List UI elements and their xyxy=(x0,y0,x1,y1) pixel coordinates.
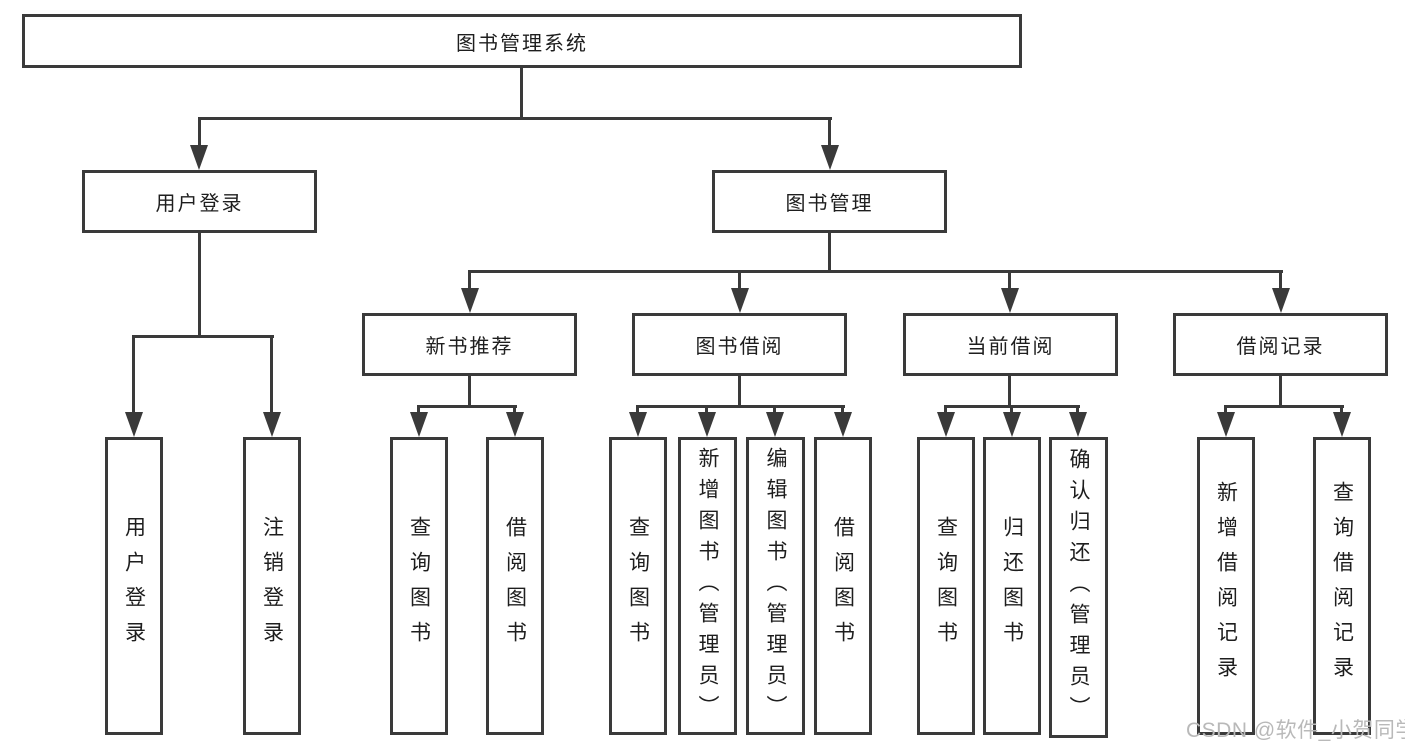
leaf-edit-books-admin: 编辑图书（管理员） xyxy=(746,437,805,735)
arrow-down-icon xyxy=(1069,412,1087,437)
leaf-query-books-borrow: 查询图书 xyxy=(609,437,667,735)
connector-drop-leaf xyxy=(1340,405,1343,412)
connector-root-rail xyxy=(198,117,832,120)
connector-drop-leaf xyxy=(417,405,420,412)
arrow-down-icon xyxy=(821,145,839,170)
connector-userlogin-stem xyxy=(198,233,201,336)
arrow-down-icon xyxy=(629,412,647,437)
node-label: 用户登录 xyxy=(155,193,244,215)
node-user-login: 用户登录 xyxy=(82,170,317,233)
connector-drop-book-mgmt xyxy=(828,117,831,146)
connector-root-stem xyxy=(520,68,523,118)
node-label: 归还图书 xyxy=(1000,516,1024,656)
leaf-logout: 注销登录 xyxy=(243,437,301,735)
leaf-query-borrow-record: 查询借阅记录 xyxy=(1313,437,1371,735)
node-label: 注销登录 xyxy=(260,516,284,656)
node-root-library-system: 图书管理系统 xyxy=(22,14,1022,68)
connector-recommend-rail xyxy=(417,405,517,408)
connector-drop-leaf xyxy=(944,405,947,412)
arrow-down-icon xyxy=(190,145,208,170)
node-borrow-records: 借阅记录 xyxy=(1173,313,1388,376)
connector-drop-level3 xyxy=(1279,270,1282,288)
node-book-borrow: 图书借阅 xyxy=(632,313,847,376)
node-label: 查询图书 xyxy=(626,516,650,656)
connector-drop-leaf xyxy=(513,405,516,412)
node-current-borrow: 当前借阅 xyxy=(903,313,1118,376)
connector-drop-level3 xyxy=(468,270,471,288)
arrow-down-icon xyxy=(263,412,281,437)
arrow-down-icon xyxy=(698,412,716,437)
arrow-down-icon xyxy=(125,412,143,437)
arrow-down-icon xyxy=(766,412,784,437)
node-label: 新增借阅记录 xyxy=(1214,481,1238,691)
connector-current-stem xyxy=(1008,376,1011,407)
node-label: 查询图书 xyxy=(407,516,431,656)
connector-userlogin-rail xyxy=(132,335,274,338)
node-label: 图书借阅 xyxy=(695,336,784,358)
leaf-add-borrow-record: 新增借阅记录 xyxy=(1197,437,1255,735)
arrow-down-icon xyxy=(834,412,852,437)
node-label: 编辑图书（管理员） xyxy=(764,446,787,726)
arrow-down-icon xyxy=(461,288,479,313)
connector-drop-leaf xyxy=(1224,405,1227,412)
node-label: 图书管理系统 xyxy=(456,32,588,55)
node-label: 查询借阅记录 xyxy=(1330,481,1354,691)
node-label: 借阅记录 xyxy=(1236,336,1325,358)
arrow-down-icon xyxy=(410,412,428,437)
node-new-book-recommend: 新书推荐 xyxy=(362,313,577,376)
connector-drop-leaf xyxy=(773,405,776,412)
connector-drop-leaf xyxy=(132,335,135,412)
leaf-confirm-return-admin: 确认归还（管理员） xyxy=(1049,437,1108,738)
leaf-return-books: 归还图书 xyxy=(983,437,1041,735)
csdn-watermark: CSDN @软件_小贺同学 xyxy=(1186,719,1405,742)
connector-bookmgmt-rail xyxy=(468,270,1283,273)
node-label: 借阅图书 xyxy=(503,516,527,656)
node-label: 确认归还（管理员） xyxy=(1067,448,1090,727)
node-label: 新增图书（管理员） xyxy=(696,446,719,726)
arrow-down-icon xyxy=(506,412,524,437)
connector-drop-user-login xyxy=(198,117,201,146)
connector-bookmgmt-stem xyxy=(828,233,831,272)
leaf-borrow-books-recommend: 借阅图书 xyxy=(486,437,544,735)
node-book-management: 图书管理 xyxy=(712,170,947,233)
node-label: 图书管理 xyxy=(785,193,874,215)
arrow-down-icon xyxy=(937,412,955,437)
arrow-down-icon xyxy=(1272,288,1290,313)
arrow-down-icon xyxy=(1333,412,1351,437)
leaf-query-books-recommend: 查询图书 xyxy=(390,437,448,735)
connector-drop-leaf xyxy=(636,405,639,412)
connector-borrow-stem xyxy=(738,376,741,407)
leaf-borrow-books: 借阅图书 xyxy=(814,437,872,735)
leaf-user-login: 用户登录 xyxy=(105,437,163,735)
connector-drop-leaf xyxy=(270,335,273,412)
node-label: 用户登录 xyxy=(122,516,146,656)
connector-records-rail xyxy=(1224,405,1344,408)
connector-drop-leaf xyxy=(1010,405,1013,412)
node-label: 当前借阅 xyxy=(966,336,1055,358)
leaf-query-books-current: 查询图书 xyxy=(917,437,975,735)
connector-drop-level3 xyxy=(1008,270,1011,288)
leaf-add-books-admin: 新增图书（管理员） xyxy=(678,437,737,735)
connector-recommend-stem xyxy=(468,376,471,407)
node-label: 查询图书 xyxy=(934,516,958,656)
connector-drop-leaf xyxy=(841,405,844,412)
connector-drop-leaf xyxy=(1076,405,1079,412)
arrow-down-icon xyxy=(731,288,749,313)
node-label: 借阅图书 xyxy=(831,516,855,656)
connector-drop-level3 xyxy=(738,270,741,288)
arrow-down-icon xyxy=(1003,412,1021,437)
arrow-down-icon xyxy=(1001,288,1019,313)
connector-borrow-rail xyxy=(636,405,845,408)
connector-drop-leaf xyxy=(705,405,708,412)
connector-records-stem xyxy=(1279,376,1282,407)
arrow-down-icon xyxy=(1217,412,1235,437)
node-label: 新书推荐 xyxy=(425,336,514,358)
